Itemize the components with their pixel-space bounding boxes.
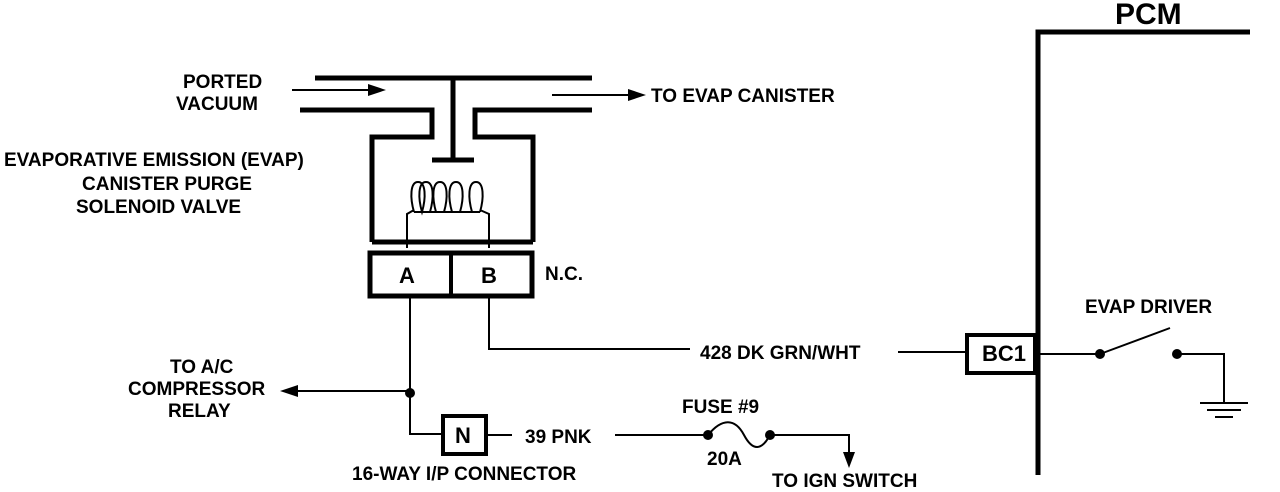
to-ac-label-line3: RELAY — [168, 401, 231, 422]
solenoid-label-line3: SOLENOID VALVE — [76, 197, 241, 218]
ported-vacuum-arrow — [292, 84, 386, 96]
connector-n-label: N — [455, 423, 471, 448]
nc-label: N.C. — [545, 264, 583, 285]
ported-vacuum-label-line1: PORTED — [183, 72, 262, 93]
wire-428-label: 428 DK GRN/WHT — [700, 343, 861, 364]
evap-driver-label: EVAP DRIVER — [1085, 297, 1212, 318]
to-ign-switch-label: TO IGN SWITCH — [772, 471, 917, 492]
pcm-boundary — [1035, 29, 1250, 475]
vacuum-tube — [300, 75, 592, 242]
wire-39 — [486, 421, 855, 468]
solenoid-connector — [367, 250, 535, 299]
pin-b-label: B — [481, 263, 497, 288]
wire-428 — [488, 296, 966, 353]
evap-driver-switch — [1035, 327, 1225, 402]
wire-39-label: 39 PNK — [525, 427, 592, 448]
solenoid-label-line1: EVAPORATIVE EMISSION (EVAP) — [4, 150, 304, 171]
bc1-label: BC1 — [982, 341, 1026, 366]
pin-a-label: A — [399, 263, 415, 288]
connector-16way-label: 16-WAY I/P CONNECTOR — [352, 464, 576, 485]
pcm-label: PCM — [1115, 0, 1182, 31]
ported-vacuum-label-line2: VACUUM — [176, 94, 258, 115]
fuse-label: FUSE #9 — [682, 397, 759, 418]
to-ac-label-line2: COMPRESSOR — [128, 379, 266, 400]
solenoid-label-line2: CANISTER PURGE — [82, 174, 252, 195]
fuse-rating-label: 20A — [707, 449, 742, 470]
ground-icon — [1200, 402, 1248, 418]
solenoid-body — [372, 180, 533, 248]
wire-pin-a — [280, 296, 443, 435]
to-ac-label-line1: TO A/C — [170, 357, 234, 378]
to-evap-canister-label: TO EVAP CANISTER — [651, 86, 835, 107]
to-evap-canister-arrow — [552, 89, 646, 101]
